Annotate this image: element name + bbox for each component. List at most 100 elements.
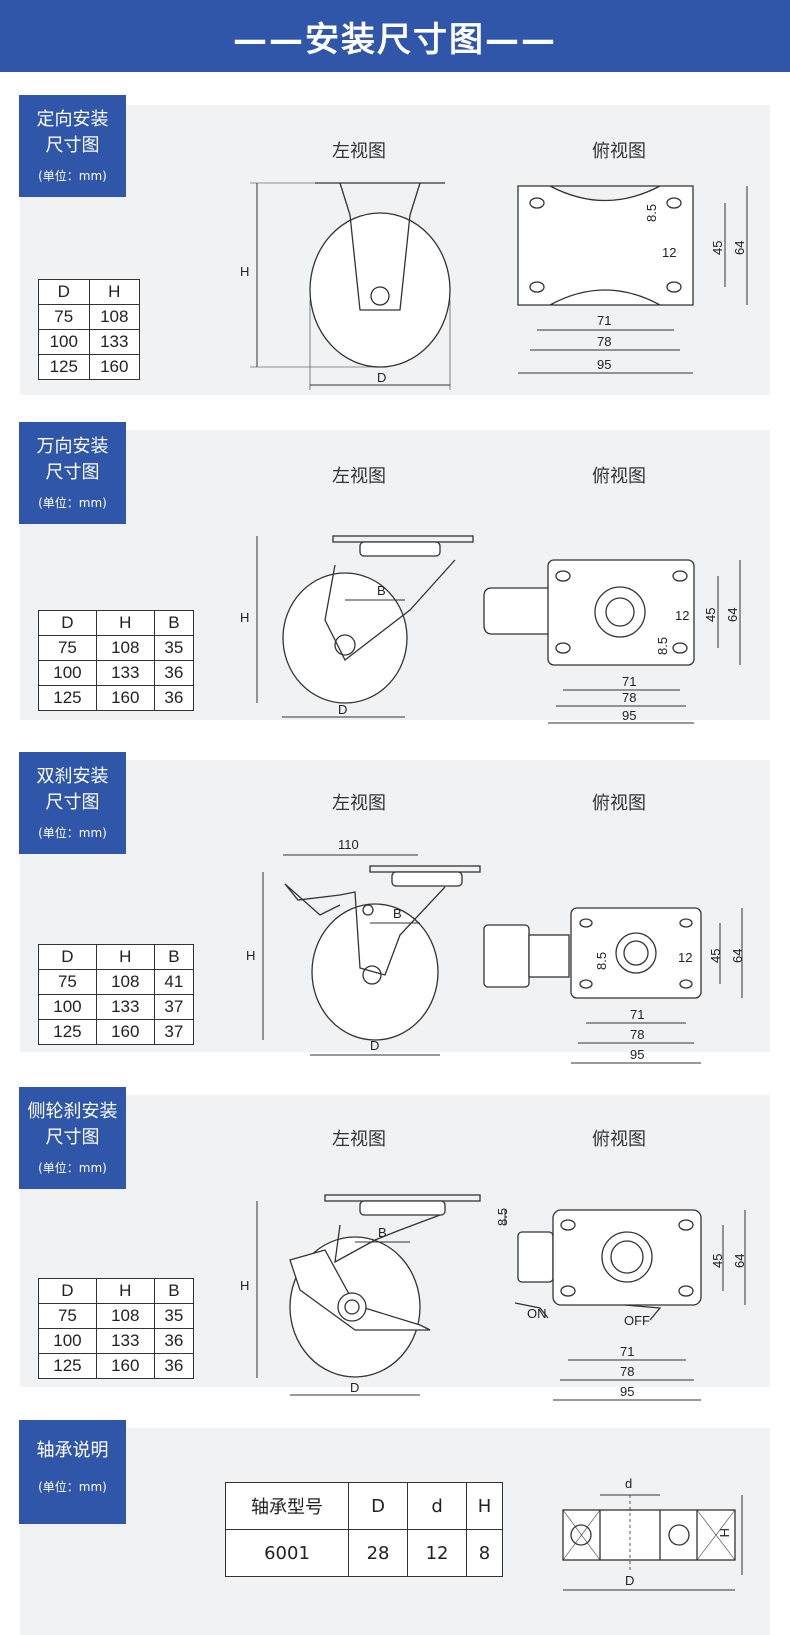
table-cell: 108 — [95, 1303, 155, 1329]
table-cell: 12 — [407, 1529, 468, 1577]
section-tag-swivel: 万向安装 尺寸图 (单位：mm) — [19, 422, 126, 524]
top-view-title: 俯视图 — [592, 141, 646, 162]
table-header: 轴承型号 — [225, 1482, 349, 1530]
table-header: D — [38, 279, 90, 305]
dim-label-d-small: d — [625, 1476, 632, 1491]
dim-label-h: H — [717, 1528, 732, 1537]
table-cell: 100 — [38, 994, 97, 1020]
dim-label-d: D — [338, 702, 347, 717]
section-tag-side-brake: 侧轮刹安装 尺寸图 (单位：mm) — [19, 1087, 126, 1189]
table-header: H — [95, 944, 155, 970]
dim-label-45: 45 — [710, 241, 725, 255]
dim-label-95: 95 — [630, 1047, 644, 1062]
table-cell: 28 — [347, 1529, 409, 1577]
dim-label-64: 64 — [732, 1254, 747, 1268]
top-view-title: 俯视图 — [592, 1129, 646, 1150]
dim-label-64: 64 — [732, 241, 747, 255]
table-cell: 8 — [466, 1529, 503, 1577]
table-cell: 133 — [95, 1328, 155, 1354]
left-view-title: 左视图 — [332, 466, 386, 487]
table-header: B — [153, 1278, 195, 1304]
tag-line: 定向安装 — [36, 109, 109, 130]
table-cell: 160 — [95, 685, 155, 711]
table-cell: 36 — [153, 685, 195, 711]
dim-label-b: B — [377, 583, 386, 598]
dim-label-b: B — [393, 906, 402, 921]
table-cell: 75 — [38, 969, 97, 995]
dim-label-12: 12 — [662, 245, 676, 260]
dim-label-d: D — [377, 370, 386, 385]
bearing-table: 轴承型号 D d H 6001 28 12 8 — [225, 1482, 503, 1577]
table-header: D — [38, 944, 97, 970]
tag-line: 尺寸图 — [45, 135, 100, 156]
table-cell: 133 — [95, 660, 155, 686]
dim-label-b: B — [378, 1225, 387, 1240]
dim-label-64: 64 — [730, 949, 745, 963]
dim-label-h: H — [240, 1278, 249, 1293]
dim-label-45: 45 — [703, 608, 718, 622]
page-banner: ——安装尺寸图—— — [0, 0, 790, 72]
table-header: H — [466, 1482, 503, 1530]
dim-label-95: 95 — [597, 357, 611, 372]
table-cell: 100 — [38, 1328, 97, 1354]
tag-line: 万向安装 — [36, 436, 109, 457]
table-cell: 75 — [38, 304, 90, 330]
section-tag-double-brake: 双刹安装 尺寸图 (单位：mm) — [19, 752, 126, 854]
dim-label-h: H — [240, 610, 249, 625]
left-view-title: 左视图 — [332, 1129, 386, 1150]
dim-label-12: 12 — [675, 608, 689, 623]
section-tag-bearing: 轴承说明 (单位：mm) — [19, 1420, 126, 1524]
top-view-title: 俯视图 — [592, 793, 646, 814]
table-cell: 41 — [153, 969, 195, 995]
table-header: D — [347, 1482, 409, 1530]
dim-label-71: 71 — [597, 313, 611, 328]
dim-label-78: 78 — [620, 1364, 634, 1379]
dim-label-8-5: 8.5 — [644, 204, 659, 222]
dim-label-d: D — [350, 1380, 359, 1395]
dim-label-71: 71 — [620, 1344, 634, 1359]
dim-label-8-5: 8.5 — [495, 1208, 510, 1226]
table-header: D — [38, 1278, 97, 1304]
table-cell: 125 — [38, 1019, 97, 1045]
left-view-title: 左视图 — [332, 141, 386, 162]
brake-off-label: OFF — [624, 1313, 650, 1328]
tag-line: 尺寸图 — [45, 462, 100, 483]
dim-label-d: D — [370, 1038, 379, 1053]
table-cell: 37 — [153, 1019, 195, 1045]
table-cell: 160 — [95, 1353, 155, 1379]
left-view-title: 左视图 — [332, 793, 386, 814]
tag-line: 尺寸图 — [45, 792, 100, 813]
unit-label: (单位：mm) — [38, 496, 107, 510]
unit-label: (单位：mm) — [38, 1480, 107, 1494]
dim-label-h: H — [246, 948, 255, 963]
table-cell: 6001 — [225, 1529, 349, 1577]
table-cell: 100 — [38, 660, 97, 686]
table-cell: 160 — [95, 1019, 155, 1045]
table-cell: 125 — [38, 354, 90, 380]
dim-label-d-big: D — [625, 1573, 634, 1588]
dim-label-71: 71 — [630, 1007, 644, 1022]
dim-label-64: 64 — [725, 608, 740, 622]
section-tag-fixed: 定向安装 尺寸图 (单位：mm) — [19, 95, 126, 197]
unit-label: (单位：mm) — [38, 169, 107, 183]
dim-label-45: 45 — [710, 1254, 725, 1268]
dim-label-8-5: 8.5 — [594, 952, 609, 970]
dim-label-95: 95 — [622, 708, 636, 723]
dim-label-12: 12 — [678, 950, 692, 965]
table-cell: 36 — [153, 1328, 195, 1354]
brake-on-label: ON — [527, 1306, 547, 1321]
dim-label-8-5: 8.5 — [655, 637, 670, 655]
table-cell: 133 — [88, 329, 140, 355]
tag-line: 侧轮刹安装 — [27, 1101, 118, 1122]
table-cell: 35 — [153, 1303, 195, 1329]
